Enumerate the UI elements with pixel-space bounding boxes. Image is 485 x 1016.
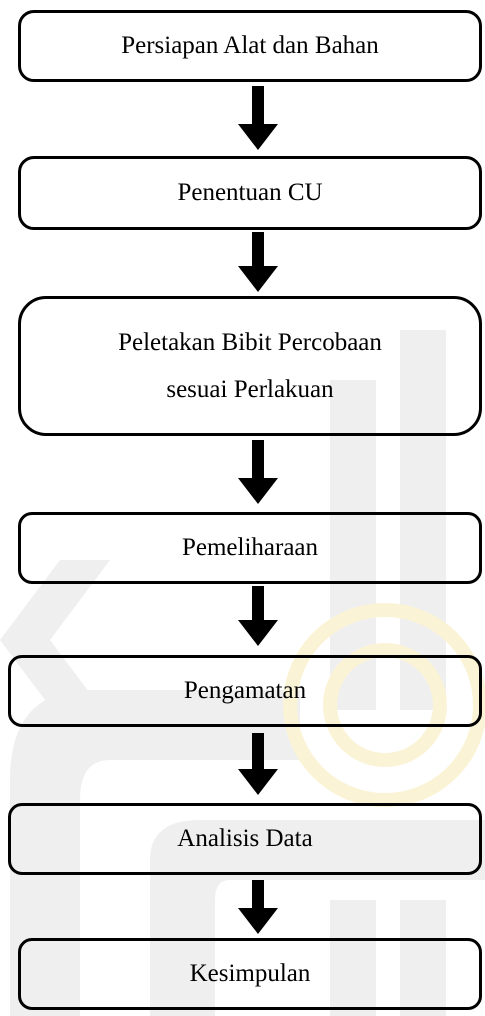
down-arrow-icon — [238, 232, 278, 294]
watermark-bar — [400, 900, 446, 1016]
step-label: Pemeliharaan — [181, 534, 319, 562]
step-pemeliharaan: Pemeliharaan — [18, 512, 482, 584]
step-kesimpulan: Kesimpulan — [18, 938, 482, 1010]
step-label: Analisis Data — [177, 825, 313, 853]
step-label: Kesimpulan — [189, 960, 311, 988]
down-arrow-icon — [238, 86, 278, 152]
down-arrow-icon — [238, 880, 278, 936]
step-label: Persiapan Alat dan Bahan — [121, 32, 379, 60]
watermark-bar — [330, 900, 376, 1016]
watermark-chevron — [0, 560, 110, 720]
step-label: Penentuan CU — [177, 179, 323, 207]
down-arrow-icon — [238, 440, 278, 506]
step-penentuan-cu: Penentuan CU — [18, 156, 482, 230]
step-pengamatan: Pengamatan — [8, 655, 482, 727]
down-arrow-icon — [238, 586, 278, 648]
step-label: Pengamatan — [183, 677, 307, 705]
watermark-curve — [10, 690, 300, 1016]
step-analisis-data: Analisis Data — [8, 803, 482, 875]
step-persiapan-alat-dan-bahan: Persiapan Alat dan Bahan — [18, 10, 482, 82]
watermark-curve — [150, 820, 485, 1016]
step-label: Peletakan Bibit Percobaan sesuai Perlaku… — [118, 328, 382, 404]
step-peletakan-bibit: Peletakan Bibit Percobaan sesuai Perlaku… — [18, 296, 482, 436]
watermark-bar — [400, 330, 446, 710]
down-arrow-icon — [238, 733, 278, 797]
